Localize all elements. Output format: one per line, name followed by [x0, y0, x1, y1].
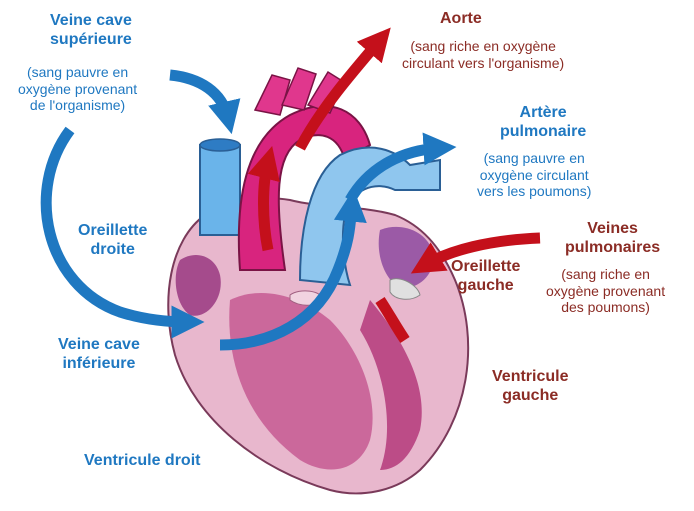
- right-ventricle-label: Ventricule droit: [84, 452, 200, 471]
- aorta-label: Aorte: [440, 10, 482, 29]
- superior-vena-cava: [200, 139, 240, 235]
